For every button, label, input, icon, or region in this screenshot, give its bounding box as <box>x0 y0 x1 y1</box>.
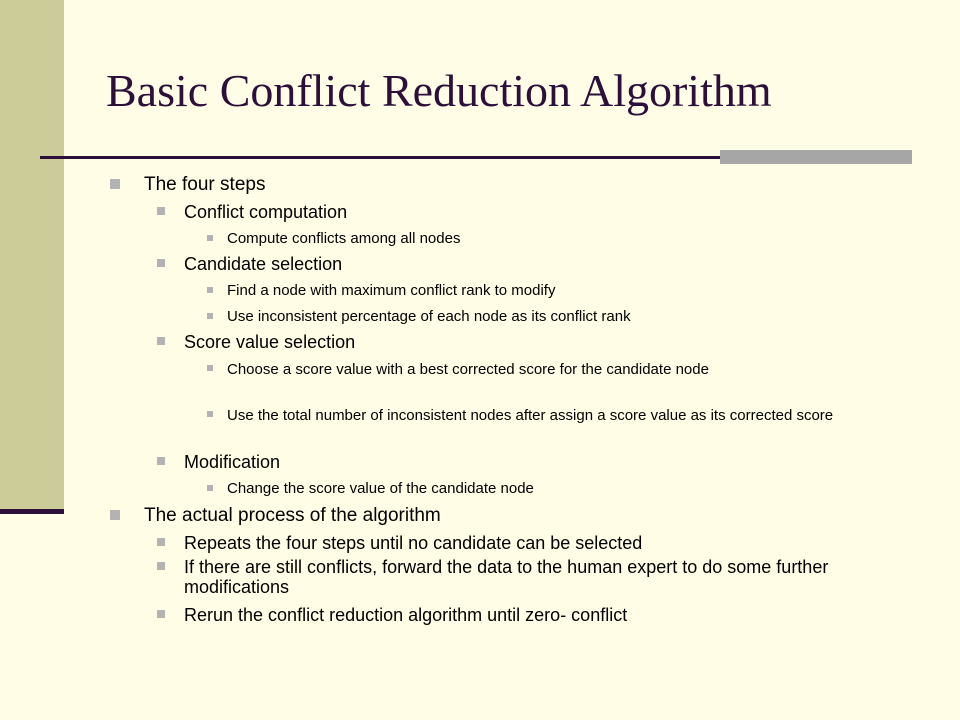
square-bullet-icon <box>110 179 120 189</box>
bullet-item: Score value selection <box>157 332 356 353</box>
bullet-text: Rerun the conflict reduction algorithm u… <box>184 605 628 625</box>
square-bullet-icon <box>157 457 165 465</box>
bullet-item: The four steps <box>110 174 266 196</box>
slide-title: Basic Conflict Reduction Algorithm <box>106 65 772 116</box>
bullet-item: Repeats the four steps until no candidat… <box>157 533 643 554</box>
square-bullet-icon <box>157 538 165 546</box>
title-accent-block <box>720 150 912 164</box>
bullet-text: If there are still conflicts, forward th… <box>184 557 829 597</box>
square-bullet-icon <box>207 485 213 491</box>
bullet-text: Score value selection <box>184 332 356 352</box>
bullet-item: If there are still conflicts, forward th… <box>157 557 884 597</box>
title-underline <box>40 156 910 159</box>
square-bullet-icon <box>207 287 213 293</box>
bullet-text: Use the total number of inconsistent nod… <box>227 407 834 424</box>
square-bullet-icon <box>207 411 213 417</box>
bullet-text: The actual process of the algorithm <box>144 505 441 526</box>
bullet-item: Compute conflicts among all nodes <box>207 230 461 247</box>
bullet-item: Rerun the conflict reduction algorithm u… <box>157 605 628 626</box>
square-bullet-icon <box>157 562 165 570</box>
left-accent-bar <box>0 0 64 512</box>
bullet-text: The four steps <box>144 174 266 195</box>
bullet-item: Use inconsistent percentage of each node… <box>207 308 631 325</box>
bullet-text: Repeats the four steps until no candidat… <box>184 533 643 553</box>
square-bullet-icon <box>207 365 213 371</box>
square-bullet-icon <box>157 259 165 267</box>
bullet-item: Conflict computation <box>157 202 348 223</box>
bullet-item: Find a node with maximum conflict rank t… <box>207 282 556 299</box>
bullet-text: Conflict computation <box>184 202 348 222</box>
square-bullet-icon <box>207 235 213 241</box>
square-bullet-icon <box>157 207 165 215</box>
bullet-item: The actual process of the algorithm <box>110 505 441 527</box>
square-bullet-icon <box>157 337 165 345</box>
bullet-item: Change the score value of the candidate … <box>207 480 534 497</box>
bullet-text: Modification <box>184 452 281 472</box>
bullet-text: Find a node with maximum conflict rank t… <box>227 282 556 299</box>
square-bullet-icon <box>157 610 165 618</box>
bullet-text: Choose a score value with a best correct… <box>227 361 709 378</box>
bullet-text: Use inconsistent percentage of each node… <box>227 308 631 325</box>
left-accent-rule <box>0 509 64 514</box>
bullet-text: Change the score value of the candidate … <box>227 480 534 497</box>
bullet-item: Candidate selection <box>157 254 343 275</box>
bullet-text: Candidate selection <box>184 254 343 274</box>
bullet-item: Modification <box>157 452 281 473</box>
bullet-text: Compute conflicts among all nodes <box>227 230 461 247</box>
square-bullet-icon <box>207 313 213 319</box>
bullet-item: Use the total number of inconsistent nod… <box>207 406 877 426</box>
square-bullet-icon <box>110 510 120 520</box>
bullet-item: Choose a score value with a best correct… <box>207 360 877 380</box>
